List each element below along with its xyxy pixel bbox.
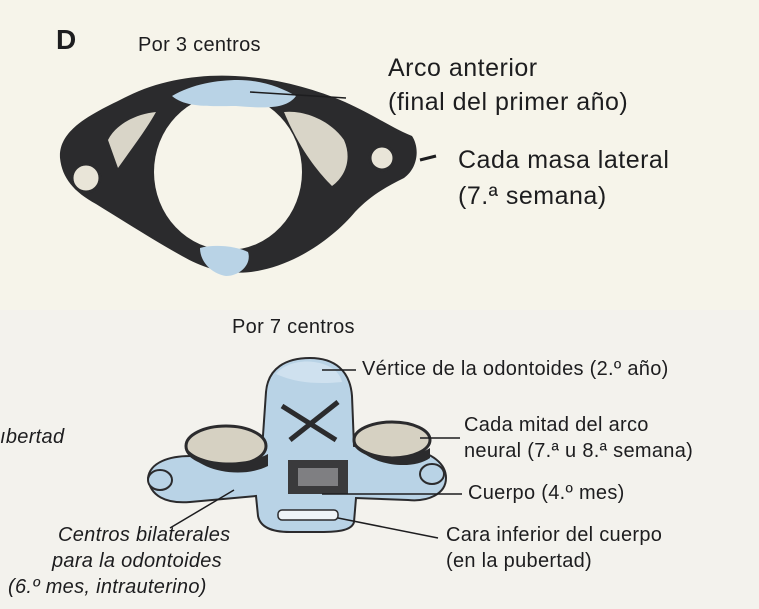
label-arco-anterior: Arco anterior: [388, 54, 538, 83]
leader-cara-inferior: [338, 518, 438, 538]
vertebral-body-shading: [298, 468, 338, 486]
label-centros-detail: (6.º mes, intrauterino): [8, 576, 207, 599]
label-arco-anterior-detail: (final del primer año): [388, 88, 628, 117]
left-transverse-foramen: [72, 164, 100, 192]
label-cara-inferior: Cara inferior del cuerpo: [446, 524, 662, 547]
right-transverse-process: [420, 464, 444, 484]
label-cuerpo: Cuerpo (4.º mes): [468, 482, 625, 505]
axis-panel: Por 7 centros ıbertad Vértice de la odon…: [0, 310, 759, 609]
leader-masa-lateral: [420, 156, 436, 160]
label-mitad-arco: Cada mitad del arco: [464, 414, 649, 437]
inferior-body-plate: [278, 510, 338, 520]
left-transverse-process: [148, 470, 172, 490]
label-vertice: Vértice de la odontoides (2.º año): [362, 358, 669, 381]
bottom-heading: Por 7 centros: [232, 316, 355, 339]
label-mitad-arco-detail: neural (7.ª u 8.ª semana): [464, 440, 693, 463]
label-masa-lateral: Cada masa lateral: [458, 146, 669, 175]
label-cara-inferior-detail: (en la pubertad): [446, 550, 592, 573]
edge-fragment-text: ıbertad: [0, 426, 64, 449]
top-heading: Por 3 centros: [138, 34, 261, 57]
atlas-panel: D Por 3 centros Arco anterior (final del…: [0, 0, 759, 310]
vertebral-foramen: [154, 94, 302, 250]
label-centros-bilaterales: Centros bilaterales: [58, 524, 230, 547]
label-centros-odontoides: para la odontoides: [52, 550, 222, 573]
right-transverse-foramen: [370, 146, 394, 170]
label-masa-lateral-detail: (7.ª semana): [458, 182, 607, 211]
figure-letter: D: [56, 24, 76, 56]
